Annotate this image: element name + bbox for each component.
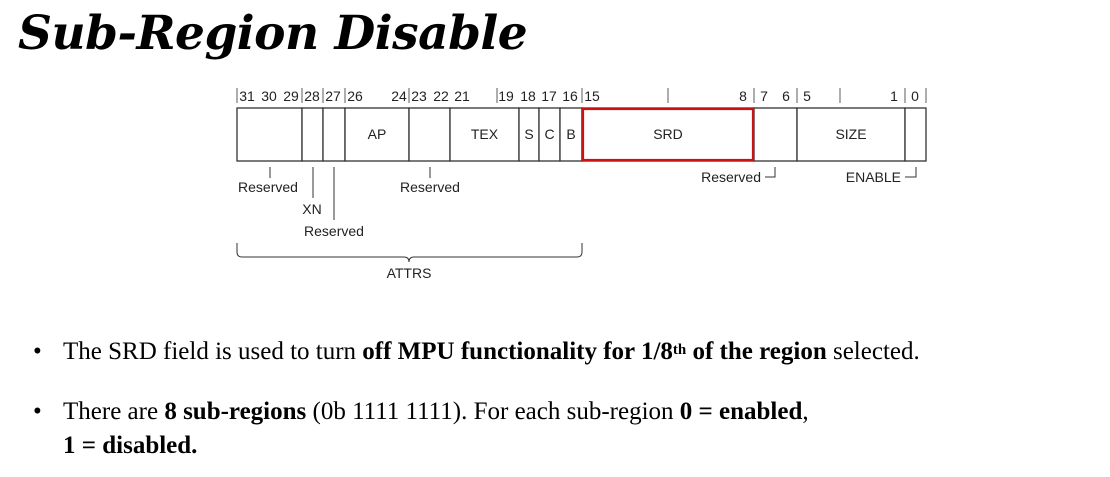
- bit-number-19: 19: [498, 88, 514, 104]
- field-s-label: S: [524, 126, 533, 142]
- field-b-label: B: [566, 126, 575, 142]
- bullet2-text-3: (0b 1111 1111). For each sub-region: [306, 398, 680, 425]
- bit-number-26: 26: [347, 88, 363, 104]
- field-reserved-27-27-box: [322, 107, 346, 162]
- attrs-brace: [236, 243, 583, 263]
- field-annotations: Reserved XN Reserved Reserved Reserved E…: [236, 167, 917, 281]
- bullet1-text-3: of the region: [686, 338, 827, 365]
- bullet-srd-description: • The SRD field is used to turn off MPU …: [33, 335, 920, 369]
- bullet1-text-4: selected.: [826, 338, 920, 365]
- bit-number-7: 7: [760, 88, 768, 104]
- bullet2-text-4: 0 = enabled: [679, 398, 803, 425]
- enable-leader: [905, 167, 917, 178]
- bit-number-23: 23: [411, 88, 427, 104]
- bit-number-1: 1: [890, 88, 898, 104]
- reserved-31-29-label: Reserved: [238, 179, 298, 195]
- bit-number-28: 28: [304, 88, 320, 104]
- bit-number-8: 8: [739, 88, 747, 104]
- field-size-label: SIZE: [835, 126, 866, 142]
- bit-boundary-ticks: [236, 88, 927, 103]
- bit-number-24: 24: [391, 88, 407, 104]
- bit-number-16: 16: [562, 88, 578, 104]
- field-c-label: C: [544, 126, 554, 142]
- field-reserved-0-0-box: [904, 107, 927, 162]
- field-reserved-31-29-box: [236, 107, 303, 162]
- bit-number-6: 6: [782, 88, 790, 104]
- reserved-27-label: Reserved: [304, 223, 364, 239]
- bullet1-text-1: The SRD field is used to turn: [63, 338, 363, 365]
- field-tex-label: TEX: [471, 126, 499, 142]
- bullet-dot-icon: •: [33, 398, 42, 425]
- bullet1-text-2: off MPU functionality for 1/8: [362, 338, 673, 365]
- bit-number-30: 30: [261, 88, 277, 104]
- reserved-23-22-label: Reserved: [400, 179, 460, 195]
- bullet2-text-5: ,: [802, 398, 809, 425]
- slide-title: Sub-Region Disable: [18, 6, 528, 61]
- field-srd-label: SRD: [653, 126, 683, 142]
- field-ap-label: AP: [368, 126, 387, 142]
- reserved-7-6-label: Reserved: [701, 169, 761, 185]
- bullet1-superscript: th: [672, 342, 687, 358]
- bullet2-text-6: 1 = disabled.: [63, 432, 198, 459]
- bullet2-text-1: There are: [63, 398, 165, 425]
- field-ap-box: [344, 107, 410, 162]
- field-size-box: [796, 107, 906, 162]
- reserved-7-6-leader: [765, 167, 776, 178]
- bullet-list: • The SRD field is used to turn off MPU …: [33, 335, 920, 463]
- bit-number-27: 27: [325, 88, 341, 104]
- bullet2-text-2: 8 sub-regions: [164, 398, 307, 425]
- bit-number-0: 0: [911, 88, 919, 104]
- bit-number-31: 31: [239, 88, 255, 104]
- bit-number-5: 5: [803, 88, 811, 104]
- field-reserved-7-6-box: [753, 107, 798, 162]
- bit-number-21: 21: [454, 88, 470, 104]
- bullet-dot-icon: •: [33, 338, 42, 365]
- field-reserved-23-22-box: [408, 107, 451, 162]
- bit-number-29: 29: [283, 88, 299, 104]
- bit-number-15: 15: [584, 88, 600, 104]
- xn-label: XN: [302, 201, 321, 217]
- field-srd-highlight: [581, 107, 755, 162]
- bit-number-18: 18: [520, 88, 536, 104]
- field-tex-box: [449, 107, 520, 162]
- bullet-subregion-count: • There are 8 sub-regions (0b 1111 1111)…: [33, 395, 920, 463]
- attrs-label: ATTRS: [387, 265, 432, 281]
- field-reserved-28-28-box: [301, 107, 324, 162]
- enable-label: ENABLE: [846, 169, 901, 185]
- bit-number-17: 17: [541, 88, 557, 104]
- bit-number-22: 22: [433, 88, 449, 104]
